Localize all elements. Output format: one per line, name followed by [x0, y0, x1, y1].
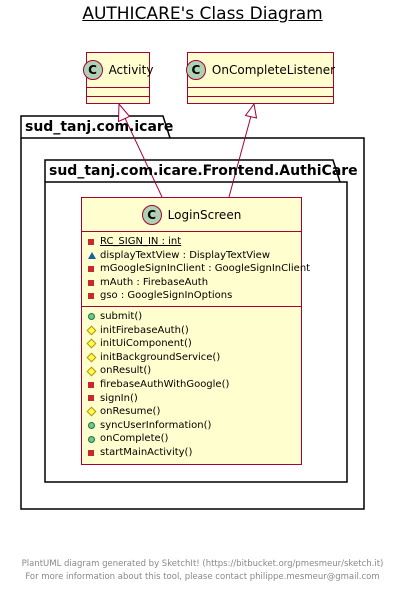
- generalization-arrow-oncompletelistener: [228, 102, 258, 198]
- method-text: initFirebaseAuth(): [100, 324, 189, 336]
- class-loginscreen-header: C LoginScreen: [82, 198, 301, 231]
- field-display-text-view: displayTextView : DisplayTextView: [88, 249, 295, 263]
- footer-line-2: For more information about this tool, pl…: [25, 572, 380, 582]
- package-label-authicare: sud_tanj.com.icare.Frontend.AuthiCare: [49, 163, 358, 179]
- method-text: onResume(): [100, 406, 161, 418]
- method-on-result: onResult(): [86, 364, 295, 378]
- field-m-auth: mAuth : FirebaseAuth: [88, 276, 295, 290]
- method-on-resume: onResume(): [86, 405, 295, 419]
- method-text: initBackgroundService(): [100, 351, 221, 363]
- class-oncompletelistener-fields-compartment: [188, 87, 333, 96]
- field-text: mAuth : FirebaseAuth: [100, 276, 209, 288]
- field-text: displayTextView : DisplayTextView: [100, 249, 271, 261]
- class-oncompletelistener-methods-compartment: [188, 96, 333, 97]
- field-text: gso : GoogleSignInOptions: [100, 290, 233, 302]
- protected-visibility-icon: [86, 406, 100, 417]
- class-activity[interactable]: C Activity: [82, 52, 153, 104]
- class-stereotype-icon: C: [185, 60, 206, 80]
- method-text: firebaseAuthWithGoogle(): [100, 378, 230, 390]
- method-on-complete: onComplete(): [88, 432, 295, 446]
- private-visibility-icon: [88, 381, 100, 388]
- class-oncompletelistener[interactable]: C OnCompleteListener: [185, 52, 336, 104]
- package-label-icare: sud_tanj.com.icare: [25, 119, 174, 135]
- class-loginscreen-name: LoginScreen: [167, 207, 242, 222]
- field-text: mGoogleSignInClient : GoogleSignInClient: [100, 263, 311, 275]
- footer-line-1: PlantUML diagram generated by SketchIt! …: [21, 559, 384, 569]
- class-oncompletelistener-name: OnCompleteListener: [211, 63, 336, 77]
- public-visibility-icon: [88, 313, 100, 321]
- generalization-arrow-activity: [117, 102, 163, 198]
- protected-visibility-icon: [86, 366, 100, 377]
- class-activity-header: C Activity: [82, 53, 153, 87]
- private-visibility-icon: [88, 238, 100, 245]
- method-init-ui-component: initUiComponent(): [86, 337, 295, 351]
- protected-visibility-icon: [86, 339, 100, 349]
- method-text: onResult(): [100, 365, 152, 377]
- method-submit: submit(): [88, 310, 295, 324]
- private-visibility-icon: [88, 265, 100, 272]
- method-text: initUiComponent(): [100, 338, 192, 350]
- class-activity-fields-compartment: [87, 87, 149, 96]
- protected-visibility-icon: [86, 325, 100, 336]
- package-visibility-icon: [88, 251, 100, 259]
- class-activity-methods-compartment: [87, 96, 149, 97]
- field-text: RC_SIGN_IN : int: [100, 236, 182, 247]
- method-sync-user-information: syncUserInformation(): [88, 419, 295, 433]
- diagram-title: AUTHICARE's Class Diagram: [82, 4, 323, 24]
- class-stereotype-icon: C: [141, 204, 162, 225]
- method-init-firebase-auth: initFirebaseAuth(): [86, 324, 295, 338]
- method-start-main-activity: startMainActivity(): [88, 446, 295, 460]
- field-m-google-sign-in-client: mGoogleSignInClient : GoogleSignInClient: [88, 262, 310, 276]
- class-loginscreen-fields: RC_SIGN_IN : int displayTextView : Displ…: [82, 231, 310, 306]
- private-visibility-icon: [88, 293, 100, 300]
- private-visibility-icon: [88, 279, 100, 286]
- method-text: signIn(): [100, 392, 138, 404]
- method-text: onComplete(): [100, 433, 169, 445]
- protected-visibility-icon: [86, 352, 100, 363]
- method-text: syncUserInformation(): [100, 419, 212, 431]
- private-visibility-icon: [88, 395, 100, 402]
- method-sign-in: signIn(): [88, 392, 295, 406]
- class-stereotype-icon: C: [82, 60, 103, 80]
- class-loginscreen[interactable]: C LoginScreen RC_SIGN_IN : int displayTe…: [81, 197, 310, 465]
- public-visibility-icon: [88, 422, 100, 430]
- public-visibility-icon: [88, 435, 100, 443]
- field-rc-sign-in: RC_SIGN_IN : int: [88, 235, 295, 249]
- field-gso: gso : GoogleSignInOptions: [88, 289, 295, 303]
- method-init-background-service: initBackgroundService(): [86, 351, 295, 365]
- method-text: startMainActivity(): [100, 446, 193, 458]
- class-activity-name: Activity: [108, 63, 154, 77]
- class-oncompletelistener-header: C OnCompleteListener: [185, 53, 336, 87]
- method-text: submit(): [100, 310, 143, 322]
- private-visibility-icon: [88, 449, 100, 456]
- class-loginscreen-methods: submit() initFirebaseAuth() initUiCompon…: [82, 305, 301, 463]
- method-firebase-auth-with-google: firebaseAuthWithGoogle(): [88, 378, 295, 392]
